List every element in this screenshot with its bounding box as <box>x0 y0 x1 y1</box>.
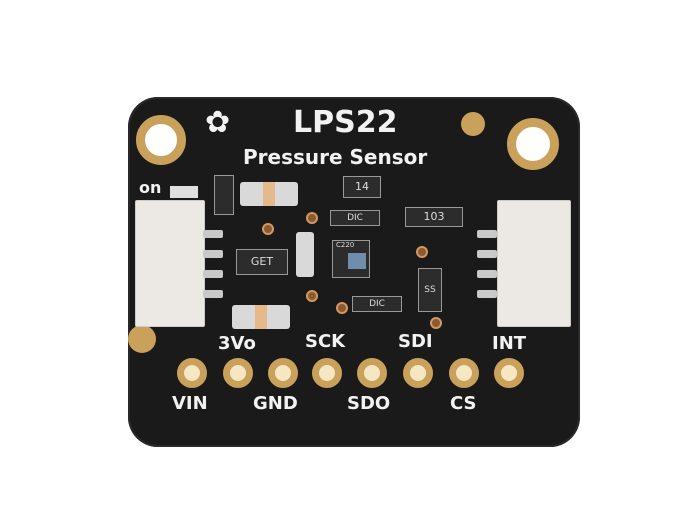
board-title: LPS22 <box>293 105 398 140</box>
pin-label-gnd: GND <box>253 393 298 414</box>
capacitor <box>296 232 314 277</box>
stemma-connector-left <box>135 200 205 327</box>
resistor-a: DIC <box>330 210 380 226</box>
pin-sdo <box>357 358 387 388</box>
pin-gnd <box>268 358 298 388</box>
resistor <box>214 175 234 215</box>
pin-sck <box>312 358 342 388</box>
capacitor <box>232 305 290 329</box>
adafruit-star-logo: ✿ <box>205 105 231 140</box>
pin-label-sdi: SDI <box>398 331 433 352</box>
power-led <box>170 186 198 198</box>
small-chip: SS <box>418 268 442 312</box>
transistor-chip: 14 <box>343 176 381 198</box>
led-label: on <box>139 178 162 197</box>
resistor-network: 103 <box>405 207 463 227</box>
pin-int <box>494 358 524 388</box>
pin-3vo <box>223 358 253 388</box>
mounting-hole-top-right <box>507 118 559 170</box>
pin-label-cs: CS <box>450 393 477 414</box>
pin-sdi <box>403 358 433 388</box>
pin-label-3vo: 3Vo <box>218 333 256 354</box>
board-subtitle: Pressure Sensor <box>243 145 428 169</box>
pin-vin <box>177 358 207 388</box>
pin-label-sdo: SDO <box>347 393 391 414</box>
capacitor <box>240 182 298 206</box>
pin-label-int: INT <box>492 333 527 354</box>
resistor-b: DIC <box>352 296 402 312</box>
pin-label-vin: VIN <box>172 393 208 414</box>
mounting-hole-top-left <box>136 115 186 165</box>
stemma-connector-right <box>497 200 571 327</box>
gold-pad <box>128 325 156 353</box>
regulator-chip: GET <box>236 249 288 275</box>
lps22-sensor: C220 <box>332 240 370 278</box>
pin-label-sck: SCK <box>305 331 346 352</box>
gold-pad <box>461 112 485 136</box>
pin-cs <box>449 358 479 388</box>
